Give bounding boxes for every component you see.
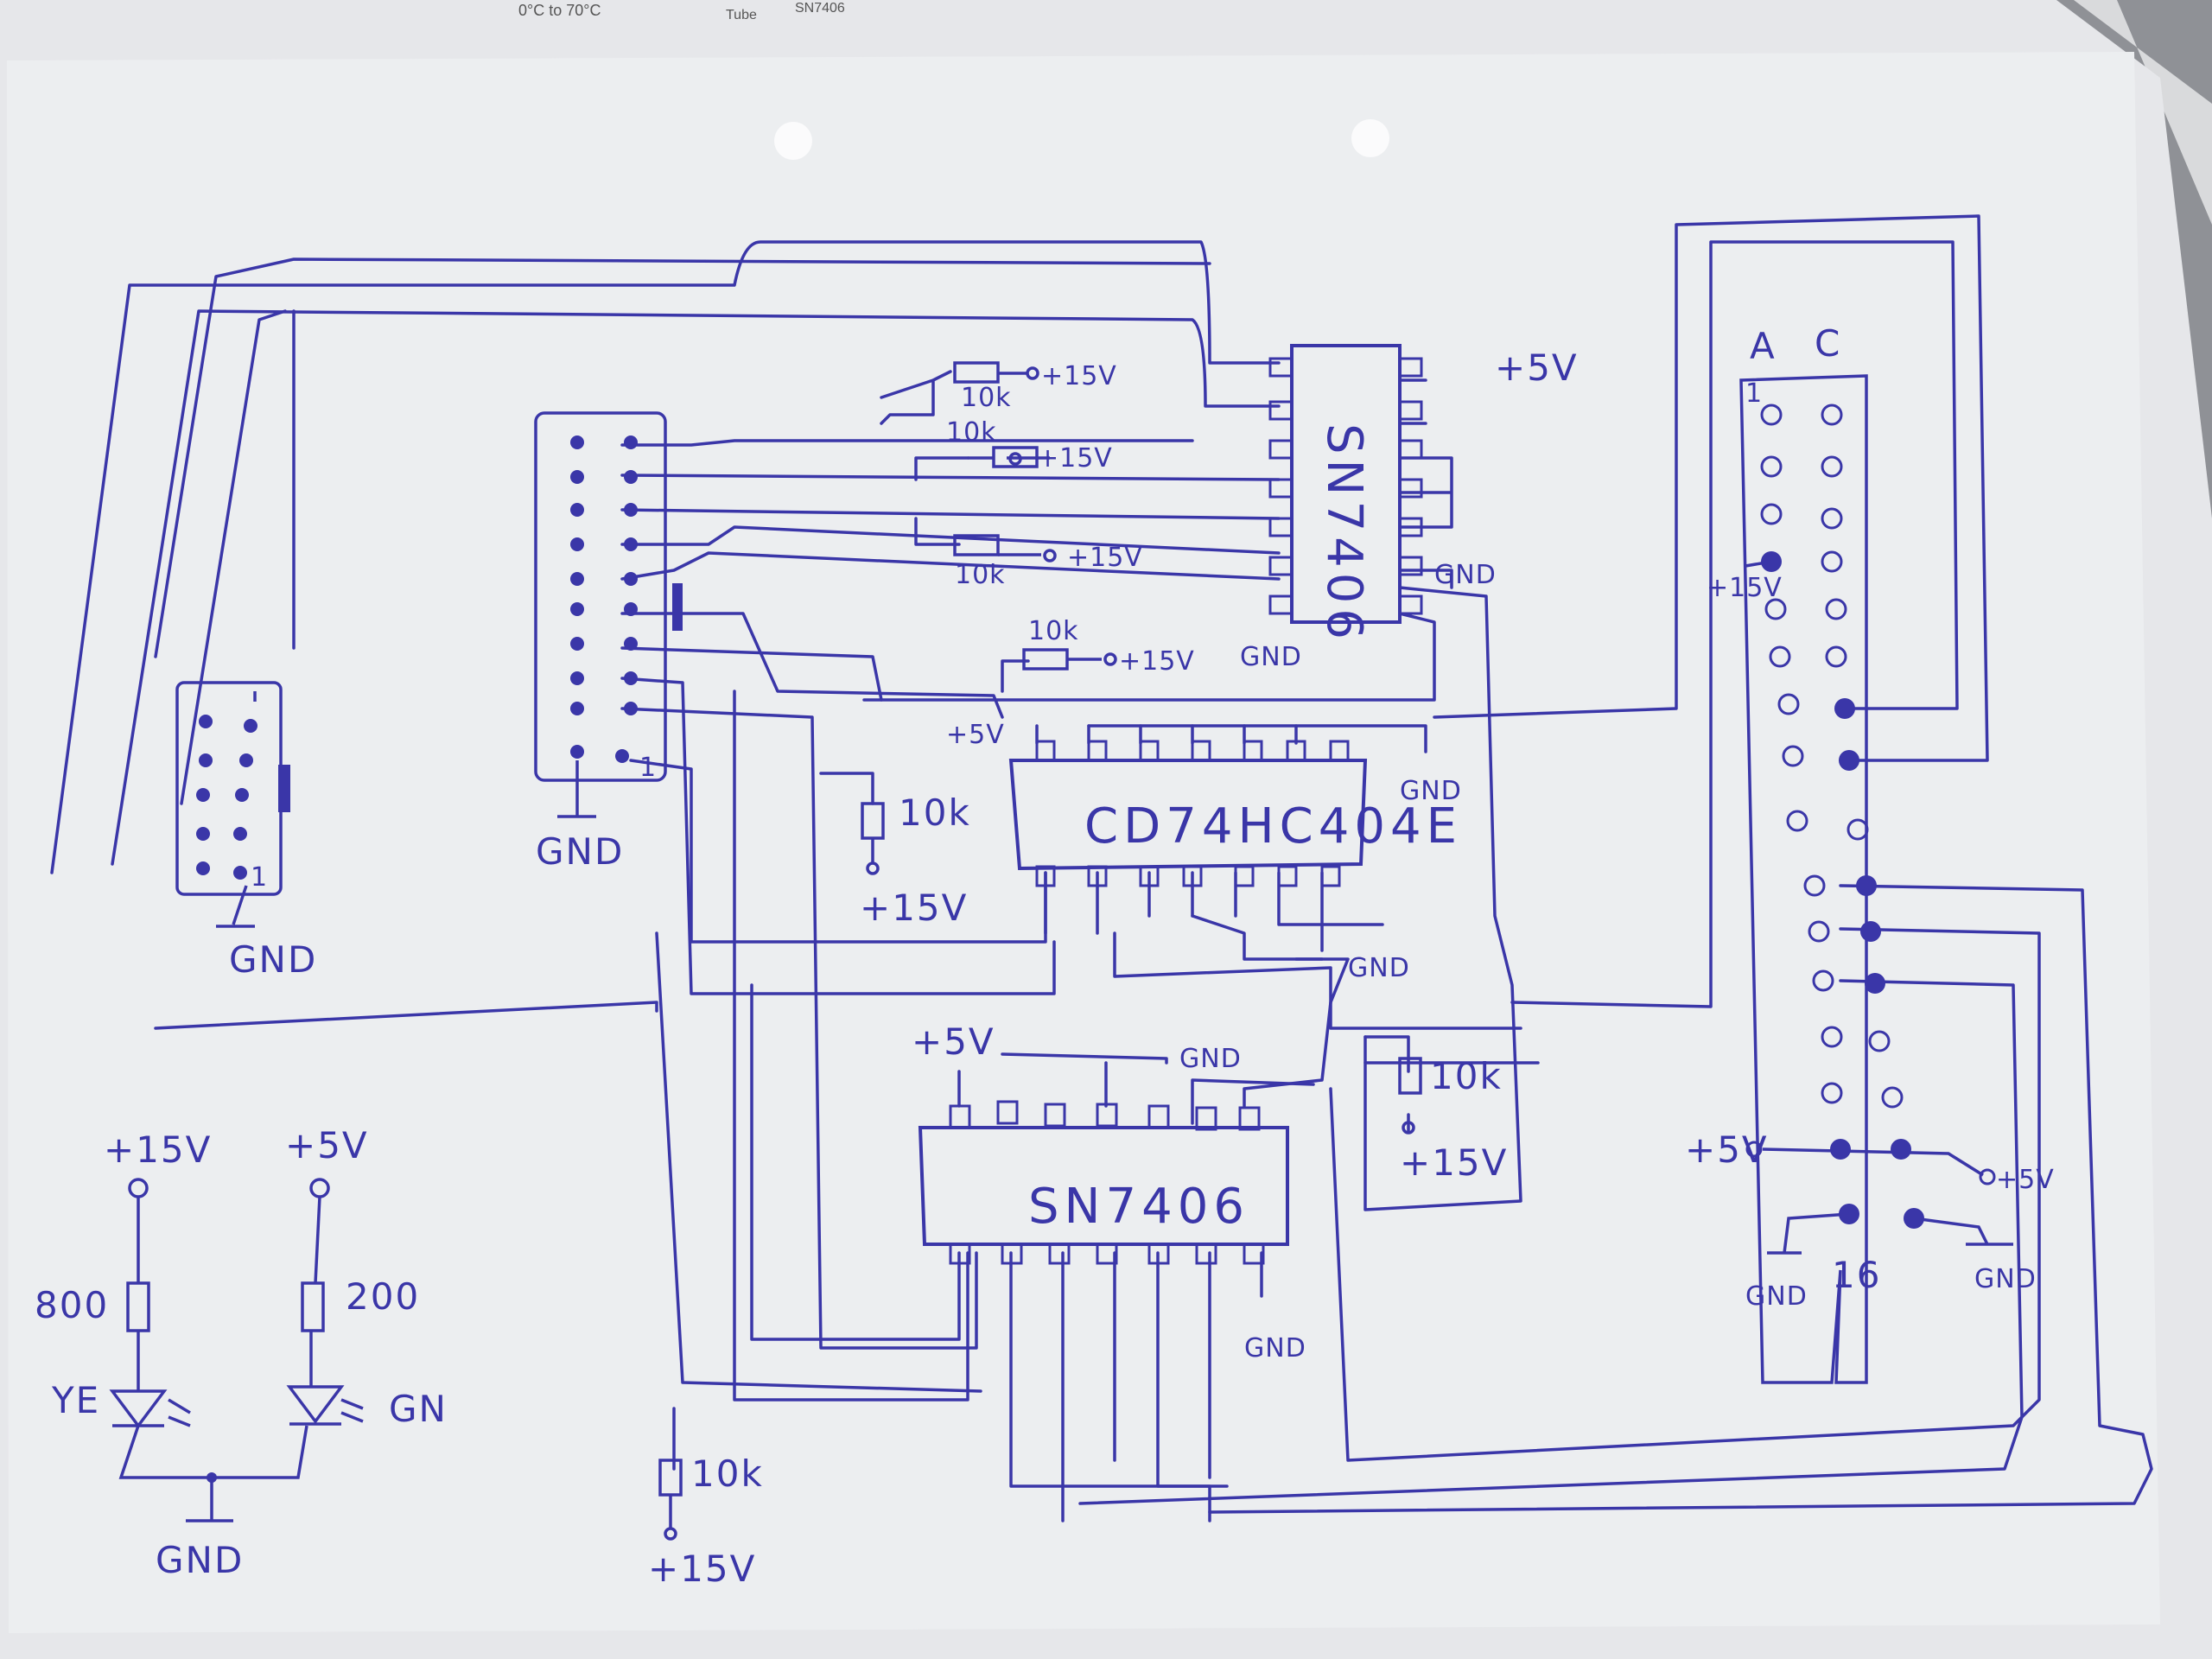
svg-text:10k: 10k [691,1452,764,1495]
connector-left-pin1: 1 [251,862,268,893]
gnd-label: GND [1974,1264,2037,1294]
svg-text:10k: 10k [1430,1055,1503,1097]
svg-text:+15V: +15V [1067,543,1143,573]
led-circuit: +15V +5V 800 200 YE GN GND [35,1124,448,1581]
gnd-label: GND [536,830,624,873]
ic-label-middle: CD74HC404E [1084,798,1462,855]
ic-cd74hc404e: CD74HC404E [1008,740,1462,887]
bg-print-text: Tube [726,8,757,22]
connector-center: 1 GND [534,411,683,873]
gnd-label: GND [156,1539,244,1581]
connector-right-pin16: 16 [1832,1254,1881,1296]
connector-left: 1 GND [175,681,317,981]
gnd-label: GND [229,938,317,981]
svg-text:+15V: +15V [1037,443,1113,474]
plus5v-label: +5V [1495,346,1579,389]
gnd-label: GND [1348,953,1410,983]
gnd-label: GND [1745,1281,1808,1312]
connector-right-pin1: 1 [1745,378,1763,409]
resistor-200-label: 200 [346,1275,420,1318]
resistor-labels: 10k 10k 10k 10k 10k 10k 10k +15V +15V +1… [648,346,1579,1590]
svg-text:10k: 10k [961,383,1012,413]
gnd-label: GND [1179,1044,1242,1074]
ic-label-bottom: SN7406 [1028,1179,1249,1235]
plus5v-label: +5V [946,720,1005,750]
paper-sheet [7,52,2160,1633]
pullup-resistors [658,361,1422,1541]
svg-text:10k: 10k [946,417,997,448]
punch-hole [774,122,812,160]
connector-col-a: A [1750,325,1777,367]
svg-text:+15V: +15V [1119,646,1195,677]
led-ye-label: YE [51,1379,100,1421]
svg-text:+15V: +15V [1400,1141,1508,1184]
gnd-label: GND [1244,1333,1306,1363]
plus15v-label: +15V [104,1128,212,1171]
svg-text:+15V: +15V [648,1548,756,1590]
ic-label-left: SN7406 [1316,423,1372,645]
punch-hole [1351,119,1389,157]
led-gn-label: GN [389,1388,448,1430]
plus5v-label: +5V [1996,1165,2055,1195]
svg-text:10k: 10k [1028,616,1079,646]
ic-sn7406-left: SN7406 [1268,344,1423,645]
plus15v-label: +15V [1707,573,1783,603]
connector-right: A C 1 [1685,322,2055,1384]
plus5v-label: +5V [285,1124,369,1166]
bg-print-text: 0°C to 70°C [518,2,601,19]
svg-text:+15V: +15V [860,887,968,929]
svg-text:10k: 10k [899,791,971,834]
gnd-label: GND [1240,642,1302,672]
plus5v-label: +5V [1685,1128,1769,1171]
gnd-label: GND [1400,776,1462,806]
resistor-800-label: 800 [35,1284,109,1326]
plus5v-label: +5V [912,1020,995,1063]
bg-print-text: SN7406 [795,1,845,16]
connector-col-c: C [1815,322,1841,365]
gnd-label: GND [1434,560,1497,590]
svg-text:10k: 10k [955,560,1006,590]
wiring [50,214,2153,1522]
svg-text:+15V: +15V [1041,361,1117,391]
ic-sn7406-bottom: SN7406 [918,1100,1289,1265]
connector-center-pin1: 1 [639,753,657,783]
